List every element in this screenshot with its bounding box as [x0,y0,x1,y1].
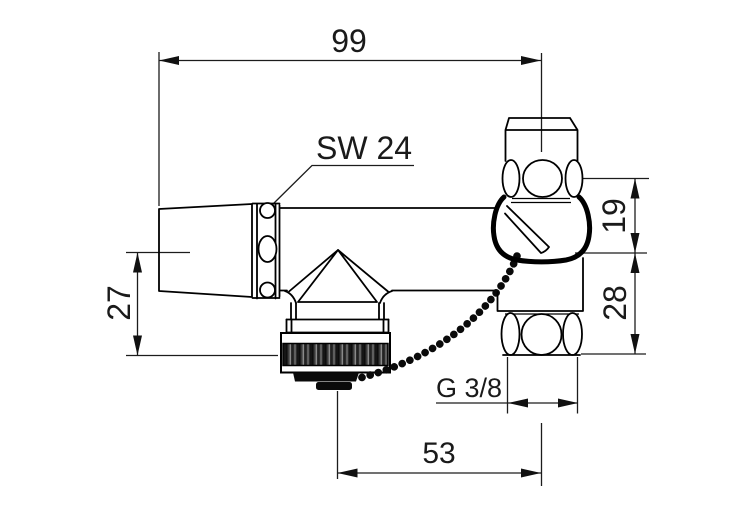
dimension-28: 28 [581,253,646,355]
arrowhead-left [337,468,358,478]
dome-inner-wedge [504,205,550,254]
valve-body-lower [496,257,584,312]
chain [354,252,521,383]
top-connection [501,117,584,204]
top-nut-left [501,159,521,198]
sw24-label: SW 24 [316,130,412,166]
bottom-nut-left [500,312,521,356]
bottom-nut-right [562,312,583,356]
arrowhead-right [558,398,578,408]
spout-cone [158,203,253,298]
dimension-53: 53 [336,391,543,486]
knurled-band [282,342,389,367]
bottom-nut-center [520,313,563,356]
chain-dome [490,194,593,265]
arrowhead-bottom [630,334,640,354]
ring-top-circle [259,202,276,219]
leader-line [271,164,414,206]
arrowhead-bottom [630,233,640,253]
tube-fillets [284,290,393,304]
body-tube [279,207,498,304]
arrowhead-left [159,56,179,65]
aerator [280,332,391,390]
ring-middle-ellipse [257,235,278,263]
arrowhead-top [133,252,142,273]
bottom-connection [500,312,583,356]
dimension-53-label: 53 [422,437,455,470]
arrowhead-bottom [133,335,142,356]
thread-label: G 3/8 [436,373,502,403]
dimension-99-label: 99 [331,23,367,59]
arrowhead-left [508,398,528,408]
outlet-bell [285,249,390,334]
dimension-27: 27 [101,251,278,357]
arrowhead-top [630,178,640,199]
top-cap [504,117,579,162]
joint-lines [511,197,571,204]
chain-plug [316,382,352,390]
dimension-28-label: 28 [597,285,633,321]
arrowhead-top [630,253,640,273]
ring-nut-sw24 [251,202,281,300]
bead-chain [354,252,521,383]
dimension-99: 99 [158,23,543,206]
top-nut-center [522,159,563,198]
dimension-19-label: 19 [596,198,632,234]
dome-outline [490,194,593,265]
arrowhead-right [521,56,541,65]
dimension-g38: G 3/8 [436,357,579,414]
arrowhead-right [521,468,541,478]
dimension-27-label: 27 [101,285,137,321]
top-nut-right [564,159,584,198]
ring-bottom-circle [259,281,276,299]
callout-sw24: SW 24 [271,130,414,206]
outlet-face [293,372,359,382]
